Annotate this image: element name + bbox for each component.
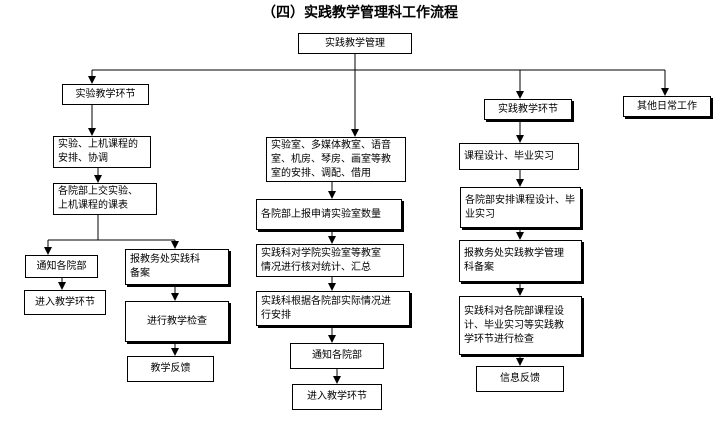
room-arrange-node: 实验室、多媒体教室、语音 室、机房、琴房、画室等教 室的安排、调配、借用 xyxy=(266,137,406,182)
practice-link-node: 实践教学环节 xyxy=(484,99,572,120)
notify-node: 通知各院部 xyxy=(25,255,98,278)
feedback-node-2: 信息反馈 xyxy=(476,366,564,392)
daily-work-node: 其他日常工作 xyxy=(623,96,711,117)
diagram-title: （四）实践教学管理科工作流程 xyxy=(262,5,458,21)
teaching-check-node: 进行教学检查 xyxy=(125,301,229,342)
room-stats-node: 实践科对学院实验室等教室 情况进行核对统计、汇总 xyxy=(256,244,404,277)
room-report-node: 各院部上报申请实验室数量 xyxy=(256,199,402,230)
dept-design-node: 各院部安排课程设计、毕 业实习 xyxy=(460,187,581,228)
enter-link-node-1: 进入教学环节 xyxy=(24,290,106,315)
course-design-node: 课程设计、毕业实习 xyxy=(459,143,579,170)
exp-link-node: 实验教学环节 xyxy=(62,84,149,105)
practice-check-node: 实践科对各院部课程设 计、毕业实习等实践教 学环节进行检查 xyxy=(459,296,582,355)
notify-node-2: 通知各院部 xyxy=(290,343,384,369)
enter-link-node-2: 进入教学环节 xyxy=(292,384,382,410)
report-record-node: 报教务处实践科 备案 xyxy=(125,249,229,285)
root-node: 实践教学管理 xyxy=(298,33,412,54)
room-plan-node: 实践科根据各院部实际情况进 行安排 xyxy=(256,291,410,326)
feedback-node-1: 教学反馈 xyxy=(127,356,214,382)
dept-submit-node: 各院部上交实验、 上机课程的课表 xyxy=(53,183,157,215)
exp-arrange-node: 实验、上机课程的 安排、协调 xyxy=(53,136,151,168)
report-practice-node: 报教务处实践教学管理 科备案 xyxy=(459,240,582,282)
